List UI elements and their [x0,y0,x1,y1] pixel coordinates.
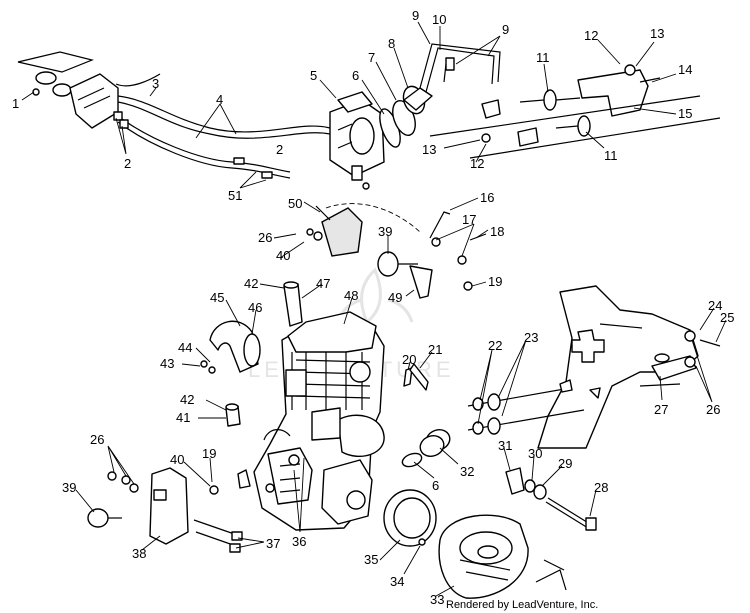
callout-33: 33 [430,592,444,607]
callout-28: 28 [594,480,608,495]
rear-isolator-39 [87,508,122,528]
callout-6: 6 [432,478,439,493]
callout-1: 1 [12,96,19,111]
callout-3: 3 [152,76,159,91]
engine-block [253,311,385,531]
callout-47: 47 [316,276,330,291]
callout-46: 46 [248,300,262,315]
callout-22: 22 [488,338,502,353]
leader-lines [21,21,727,597]
callout-35: 35 [364,552,378,567]
callout-12: 12 [584,28,598,43]
clutch-centerline [535,559,567,591]
callout-21: 21 [428,342,442,357]
callout-2: 2 [124,156,131,171]
callout-2: 2 [276,142,283,157]
vent-lines [419,43,501,93]
throttle-cable-loop [315,203,421,257]
callout-26: 26 [90,432,104,447]
callout-23: 23 [524,330,538,345]
callout-labels: 1 2 2 3 4 5 6 7 8 9 10 9 11 12 13 14 15 … [12,8,734,607]
callout-43: 43 [160,356,174,371]
callout-36: 36 [292,534,306,549]
isolator-mount [306,228,418,277]
cable-bracket-lower [429,95,721,159]
callout-6: 6 [352,68,359,83]
rear-mount-bolts [193,519,243,553]
chassis-plate [537,285,699,449]
rear-mount-bracket [107,467,251,545]
intake-elbow [200,320,261,374]
callout-12: 12 [470,156,484,171]
callout-42: 42 [180,392,194,407]
callout-32: 32 [460,464,474,479]
callout-20: 20 [402,352,416,367]
callout-31: 31 [498,438,512,453]
drive-clutch-33 [438,514,529,599]
callout-40: 40 [276,248,290,263]
mount-link-27 [651,330,721,381]
callout-14: 14 [678,62,692,77]
fuel-pump [17,51,119,129]
clutch-seal-32 [401,429,451,468]
callout-41: 41 [176,410,190,425]
render-credit: Rendered by LeadVenture, Inc. [446,599,598,611]
cable-bracket-upper [519,64,661,117]
callout-26: 26 [258,230,272,245]
callout-9: 9 [502,22,509,37]
callout-17: 17 [462,212,476,227]
callout-24: 24 [708,298,722,313]
callout-5: 5 [310,68,317,83]
clutch-bolt-kit [505,467,597,531]
callout-13: 13 [650,26,664,41]
callout-29: 29 [558,456,572,471]
callout-51: 51 [228,188,242,203]
callout-40: 40 [170,452,184,467]
callout-37: 37 [266,536,280,551]
callout-9: 9 [412,8,419,23]
callout-44: 44 [178,340,192,355]
engine-small-parts [225,363,429,427]
callout-30: 30 [528,446,542,461]
callout-34: 34 [390,574,404,589]
callout-19: 19 [202,446,216,461]
callout-26: 26 [706,402,720,417]
callout-38: 38 [132,546,146,561]
exhaust-pipe-47 [283,281,303,327]
callout-15: 15 [678,106,692,121]
callout-4: 4 [216,92,223,107]
callout-18: 18 [490,224,504,239]
callout-16: 16 [480,190,494,205]
fuel-lines [113,73,331,179]
callout-11: 11 [536,50,550,65]
callout-27: 27 [654,402,668,417]
carburetor [329,91,385,190]
callout-42: 42 [244,276,258,291]
callout-25: 25 [720,310,734,325]
callout-11: 11 [604,148,618,163]
callout-13: 13 [422,142,436,157]
clutch-cover-35 [383,489,437,547]
callout-39: 39 [62,480,76,495]
front-mount-studs [467,379,601,435]
callout-45: 45 [210,290,224,305]
callout-19: 19 [488,274,502,289]
throttle-linkage [409,211,487,299]
carb-boots-and-clamps [379,85,433,148]
callout-50: 50 [288,196,302,211]
callout-49: 49 [388,290,402,305]
callout-8: 8 [388,36,395,51]
callout-48: 48 [344,288,358,303]
callout-7: 7 [368,50,375,65]
callout-10: 10 [432,12,446,27]
callout-39: 39 [378,224,392,239]
